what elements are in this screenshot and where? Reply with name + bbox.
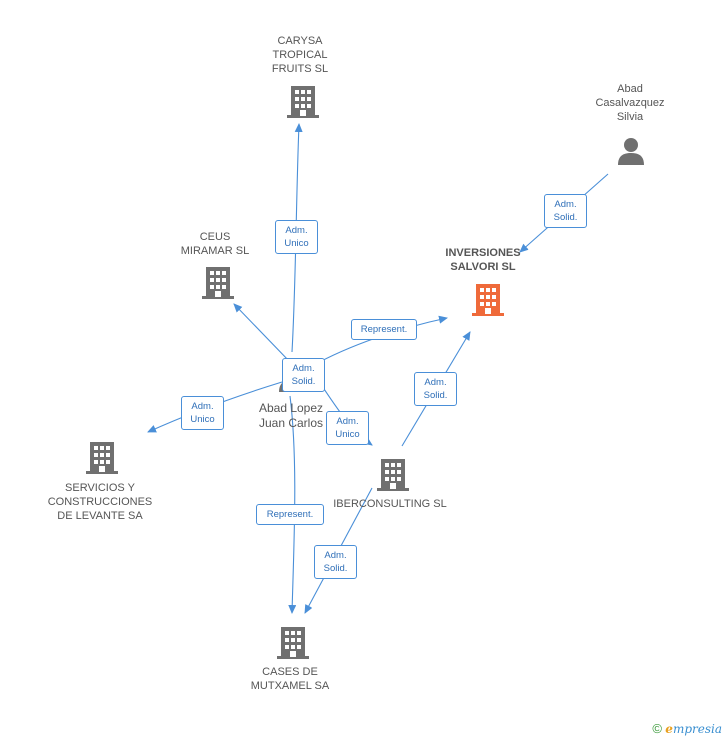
building-icon[interactable] <box>287 84 319 118</box>
edge-label-adm-unico[interactable]: Adm. Unico <box>326 411 369 445</box>
brand-name: mpresia <box>672 722 722 736</box>
edge-line-ceus <box>233 303 291 363</box>
edge-line-cases-represent <box>288 395 297 614</box>
node-label-ceus: CEUS MIRAMAR SL <box>180 231 250 257</box>
building-icon[interactable] <box>202 265 234 299</box>
node-label-abad-casalvazquez: Abad Casalvazquez Silvia <box>595 83 665 123</box>
node-label-servicios: SERVICIOS Y CONSTRUCCIONES DE LEVANTE SA <box>47 482 153 522</box>
node-label-iberconsulting: IBERCONSULTING SL <box>333 498 447 510</box>
edge-label-adm-solid[interactable]: Adm. Solid. <box>544 194 587 228</box>
edge-label-adm-unico[interactable]: Adm. Unico <box>275 220 318 254</box>
edge-label-adm-solid[interactable]: Adm. Solid. <box>414 372 457 406</box>
edge-label-represent[interactable]: Represent. <box>256 504 324 525</box>
edge-label-adm-solid[interactable]: Adm. Solid. <box>282 358 325 392</box>
node-label-carysa: CARYSA TROPICAL FRUITS SL <box>271 35 329 75</box>
person-icon[interactable] <box>616 136 646 166</box>
edge-label-adm-solid[interactable]: Adm. Solid. <box>314 545 357 579</box>
node-label-abad-lopez: Abad Lopez Juan Carlos <box>258 401 324 430</box>
building-icon[interactable] <box>472 282 504 316</box>
building-icon[interactable] <box>86 440 118 474</box>
brand-initial: e <box>665 722 673 736</box>
edge-label-adm-unico[interactable]: Adm. Unico <box>181 396 224 430</box>
edge-label-represent[interactable]: Represent. <box>351 319 417 340</box>
node-label-cases: CASES DE MUTXAMEL SA <box>250 666 330 692</box>
empresia-logo[interactable]: © empresia <box>652 721 722 736</box>
copyright-symbol: © <box>652 721 662 736</box>
node-label-inversiones: INVERSIONES SALVORI SL <box>445 247 521 273</box>
building-icon[interactable] <box>377 457 409 491</box>
building-icon[interactable] <box>277 625 309 659</box>
